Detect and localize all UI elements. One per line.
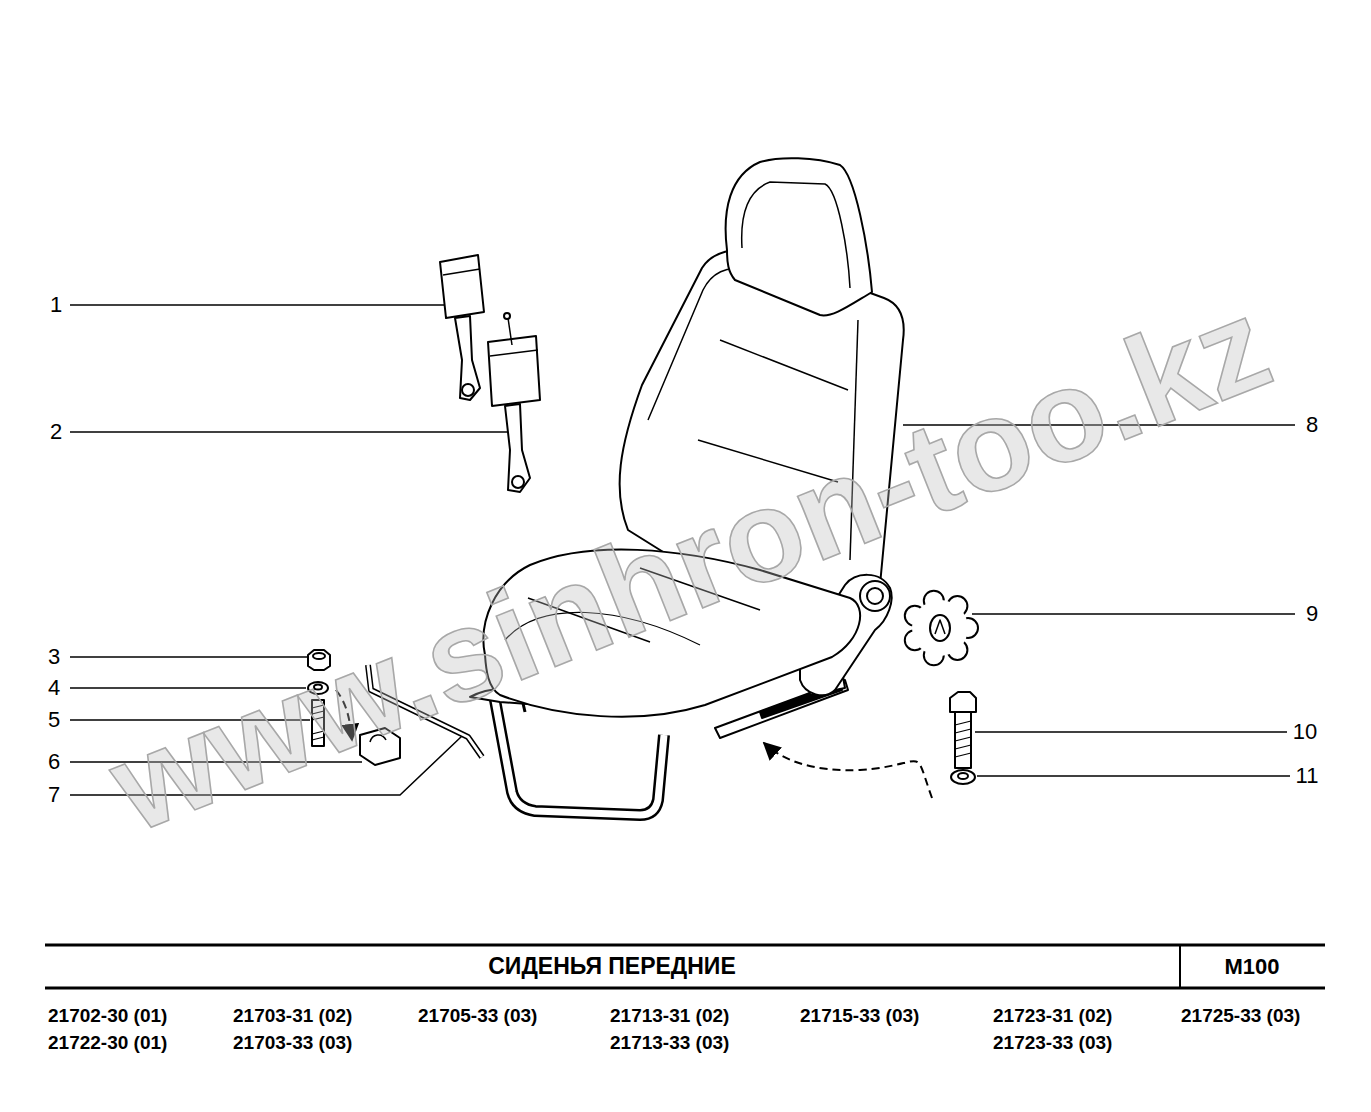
callout-number: 5	[48, 708, 60, 732]
model-code: 21703-31 (02)	[233, 1006, 352, 1027]
callout-number: 10	[1293, 720, 1317, 744]
callout-number: 8	[1306, 413, 1318, 437]
callout-number: 7	[48, 783, 60, 807]
callout-number: 3	[48, 645, 60, 669]
model-code: 21702-30 (01)	[48, 1006, 167, 1027]
title-table-lines	[45, 945, 1325, 988]
callout-number: 6	[48, 750, 60, 774]
diagram-title: СИДЕНЬЯ ПЕРЕДНИЕ	[488, 954, 735, 979]
model-code: 21723-33 (03)	[993, 1033, 1112, 1054]
callout-number: 1	[50, 293, 62, 317]
table-cell: М100	[1224, 955, 1279, 979]
callout-number: 2	[50, 420, 62, 444]
model-code: 21713-33 (03)	[610, 1033, 729, 1054]
model-code: 21705-33 (03)	[418, 1006, 537, 1027]
model-code: 21713-31 (02)	[610, 1006, 729, 1027]
model-code: 21722-30 (01)	[48, 1033, 167, 1054]
model-code: 21715-33 (03)	[800, 1006, 919, 1027]
model-code: 21703-33 (03)	[233, 1033, 352, 1054]
model-code: 21723-31 (02)	[993, 1006, 1112, 1027]
callout-number: 9	[1306, 602, 1318, 626]
model-code: 21725-33 (03)	[1181, 1006, 1300, 1027]
callout-number: 11	[1296, 764, 1319, 788]
callout-number: 4	[48, 676, 60, 700]
watermark: www.sinhron-too.kz	[92, 271, 1288, 859]
